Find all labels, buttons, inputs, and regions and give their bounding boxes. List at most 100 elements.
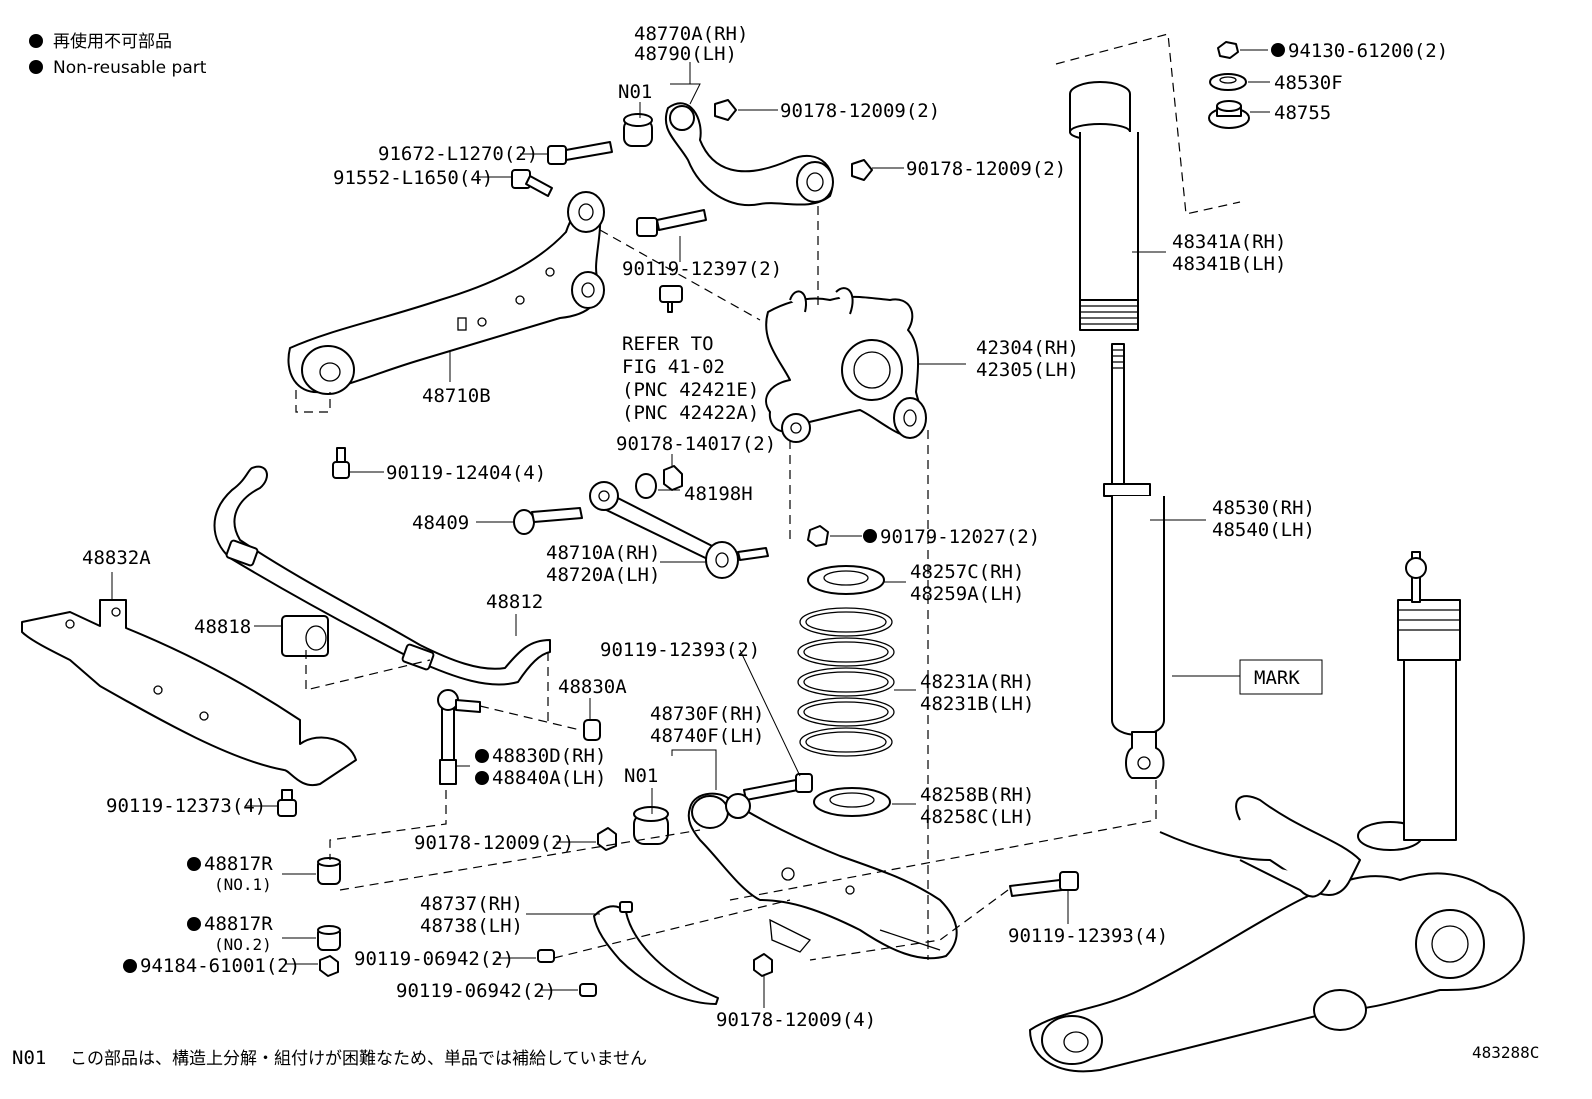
label-42305: 42305(LH): [976, 359, 1079, 381]
label-48341A: 48341A(RH): [1172, 231, 1286, 253]
washer-48530F: [1209, 73, 1247, 91]
label-90119-12393-a: 90119-12393(2): [600, 639, 760, 661]
label-no2: (NO.2): [214, 935, 272, 954]
spring-lower-insulator: [813, 787, 891, 817]
part-labels: 48770A(RH) 48790(LH) N01 90178-12009(2) …: [82, 23, 1448, 1031]
label-refer-1: REFER TO: [622, 333, 714, 355]
label-48409: 48409: [412, 512, 469, 534]
label-48198H: 48198H: [684, 483, 753, 505]
figure-id: 483288C: [1472, 1043, 1539, 1062]
label-48817R-2: 48817R: [204, 913, 273, 935]
label-48737: 48737(RH): [420, 893, 523, 915]
label-90119-06942-a: 90119-06942(2): [354, 948, 514, 970]
non-reusable-marker-icon: [1271, 43, 1285, 57]
bolt-91672: [547, 141, 613, 165]
label-91552: 91552-L1650(4): [333, 167, 493, 189]
label-48740F: 48740F(LH): [650, 725, 764, 747]
spring-upper-insulator: [807, 565, 885, 595]
bolt-90119-06942-b: [579, 983, 597, 997]
label-48720A: 48720A(LH): [546, 564, 660, 586]
shock-boot-48341: [1069, 81, 1139, 331]
label-48341B: 48341B(LH): [1172, 253, 1286, 275]
label-42304: 42304(RH): [976, 337, 1079, 359]
label-refer-2: FIG 41-02: [622, 356, 725, 378]
label-48770A: 48770A(RH): [634, 23, 748, 45]
label-48710A: 48710A(RH): [546, 542, 660, 564]
cover-48737: [593, 901, 719, 1005]
nut-90178-d: [753, 953, 773, 977]
label-refer-3: (PNC 42421E): [622, 379, 759, 401]
non-reusable-marker-icon: [863, 529, 877, 543]
leader-lines: [111, 49, 1323, 1008]
insulator-48755: [1208, 100, 1250, 129]
label-91672: 91672-L1270(2): [378, 143, 538, 165]
crossmember-48832A: [21, 599, 357, 787]
label-90119-12373: 90119-12373(4): [106, 795, 266, 817]
label-94130: 94130-61200(2): [1288, 40, 1448, 62]
non-reusable-marker-icon: [475, 771, 489, 785]
non-reusable-marker-icon: [475, 749, 489, 763]
label-mark: MARK: [1254, 667, 1300, 689]
label-48790: 48790(LH): [634, 43, 737, 65]
bolt-48409: [513, 507, 583, 535]
bolt-90119-12393-b: [1009, 871, 1079, 897]
non-reusable-marker-icon: [29, 60, 43, 74]
nut-90178-c: [597, 827, 617, 851]
stabilizer-bar-48812: [213, 465, 551, 686]
legend-text-en: Non-reusable part: [53, 58, 207, 78]
non-reusable-marker-icon: [29, 34, 43, 48]
nut-90178-a: [714, 99, 737, 121]
label-48817R-1: 48817R: [204, 853, 273, 875]
label-48530: 48530(RH): [1212, 497, 1315, 519]
label-48818: 48818: [194, 616, 251, 638]
label-90178-a: 90178-12009(2): [780, 100, 940, 122]
label-48840A: 48840A(LH): [492, 767, 606, 789]
lateral-arm-48710A: [589, 481, 769, 579]
bolt-refer: [659, 285, 683, 313]
label-48258C: 48258C(LH): [920, 806, 1034, 828]
label-90119-12393-b: 90119-12393(4): [1008, 925, 1168, 947]
footer: N01 この部品は、構造上分解・組付けが困難なため、単品では補給していません 4…: [12, 1043, 1539, 1069]
label-48231A: 48231A(RH): [920, 671, 1034, 693]
footer-code: N01: [12, 1047, 46, 1069]
label-90119-12397: 90119-12397(2): [622, 258, 782, 280]
label-no1: (NO.1): [214, 875, 272, 894]
label-90119-06942-b: 90119-06942(2): [396, 980, 556, 1002]
label-refer-4: (PNC 42422A): [622, 402, 759, 424]
knuckle-42304: [765, 287, 927, 443]
label-n01-mid: N01: [624, 765, 658, 787]
legend: 再使用不可部品 Non-reusable part: [29, 31, 207, 78]
label-90178-b: 90178-12009(2): [906, 158, 1066, 180]
label-48755: 48755: [1274, 102, 1331, 124]
nut-94130: [1217, 41, 1239, 59]
upper-control-arm: [664, 102, 834, 207]
bushing-48830A: [583, 719, 601, 741]
label-48830A: 48830A: [558, 676, 627, 698]
label-90119-12404: 90119-12404(4): [386, 462, 546, 484]
label-90178-c: 90178-12009(2): [414, 832, 574, 854]
bushing-48817R-no2: [317, 925, 341, 951]
label-48540: 48540(LH): [1212, 519, 1315, 541]
stabilizer-bushing-48818: [281, 615, 329, 657]
bolt-90119-12393-a: [743, 773, 813, 801]
bushing-48817R-no1: [317, 857, 341, 885]
label-94184: 94184-61001(2): [140, 955, 300, 977]
non-reusable-marker-icon: [187, 917, 201, 931]
footer-note: この部品は、構造上分解・組付けが困難なため、単品では補給していません: [70, 1049, 647, 1069]
stabilizer-link-48830D: [437, 689, 481, 785]
bolt-90119-12373: [277, 789, 297, 817]
coil-spring-48231: [797, 607, 895, 757]
nut-90178-14017: [663, 465, 683, 491]
label-48257C: 48257C(RH): [910, 561, 1024, 583]
label-48730F: 48730F(RH): [650, 703, 764, 725]
bolt-91552: [511, 169, 553, 197]
label-48832A: 48832A: [82, 547, 151, 569]
label-48738: 48738(LH): [420, 915, 523, 937]
label-48259A: 48259A(LH): [910, 583, 1024, 605]
non-reusable-marker-icon: [123, 959, 137, 973]
bushing-48198H: [635, 473, 657, 499]
lower-arm-48730F: [687, 792, 958, 960]
label-48812: 48812: [486, 591, 543, 613]
nut-90178-b: [851, 159, 873, 181]
